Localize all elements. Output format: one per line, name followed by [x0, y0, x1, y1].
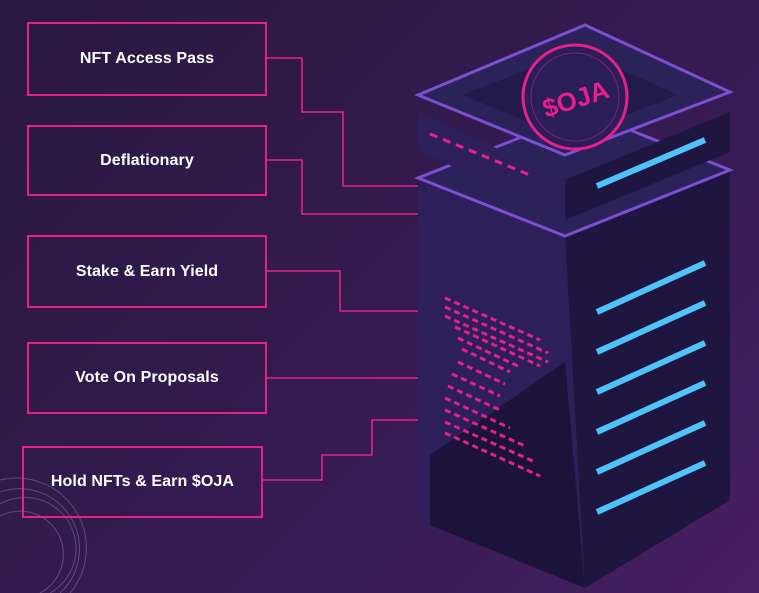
server-body	[413, 110, 735, 588]
feature-label: NFT Access Pass	[79, 50, 215, 67]
feature-box-nft-access-pass: NFT Access Pass	[27, 22, 267, 96]
feature-label: Stake & Earn Yield	[75, 262, 219, 280]
cap-indicator	[429, 132, 531, 177]
code-pattern	[444, 296, 549, 478]
feature-label: Hold NFTs & Earn $OJA	[50, 473, 235, 490]
cap-vents	[595, 137, 707, 189]
body-vents	[595, 260, 707, 515]
connector-lines	[263, 57, 418, 481]
feature-box-vote-on-proposals: Vote On Proposals	[27, 342, 267, 414]
feature-box-deflationary: Deflationary	[27, 125, 267, 196]
feature-box-hold-nfts-earn-oja: Hold NFTs & Earn $OJA	[22, 446, 263, 518]
feature-label: Vote On Proposals	[75, 369, 219, 386]
oja-token-seal-icon: $OJA	[521, 43, 629, 151]
feature-box-stake-earn-yield: Stake & Earn Yield	[27, 235, 267, 308]
feature-label: Deflationary	[100, 151, 194, 169]
